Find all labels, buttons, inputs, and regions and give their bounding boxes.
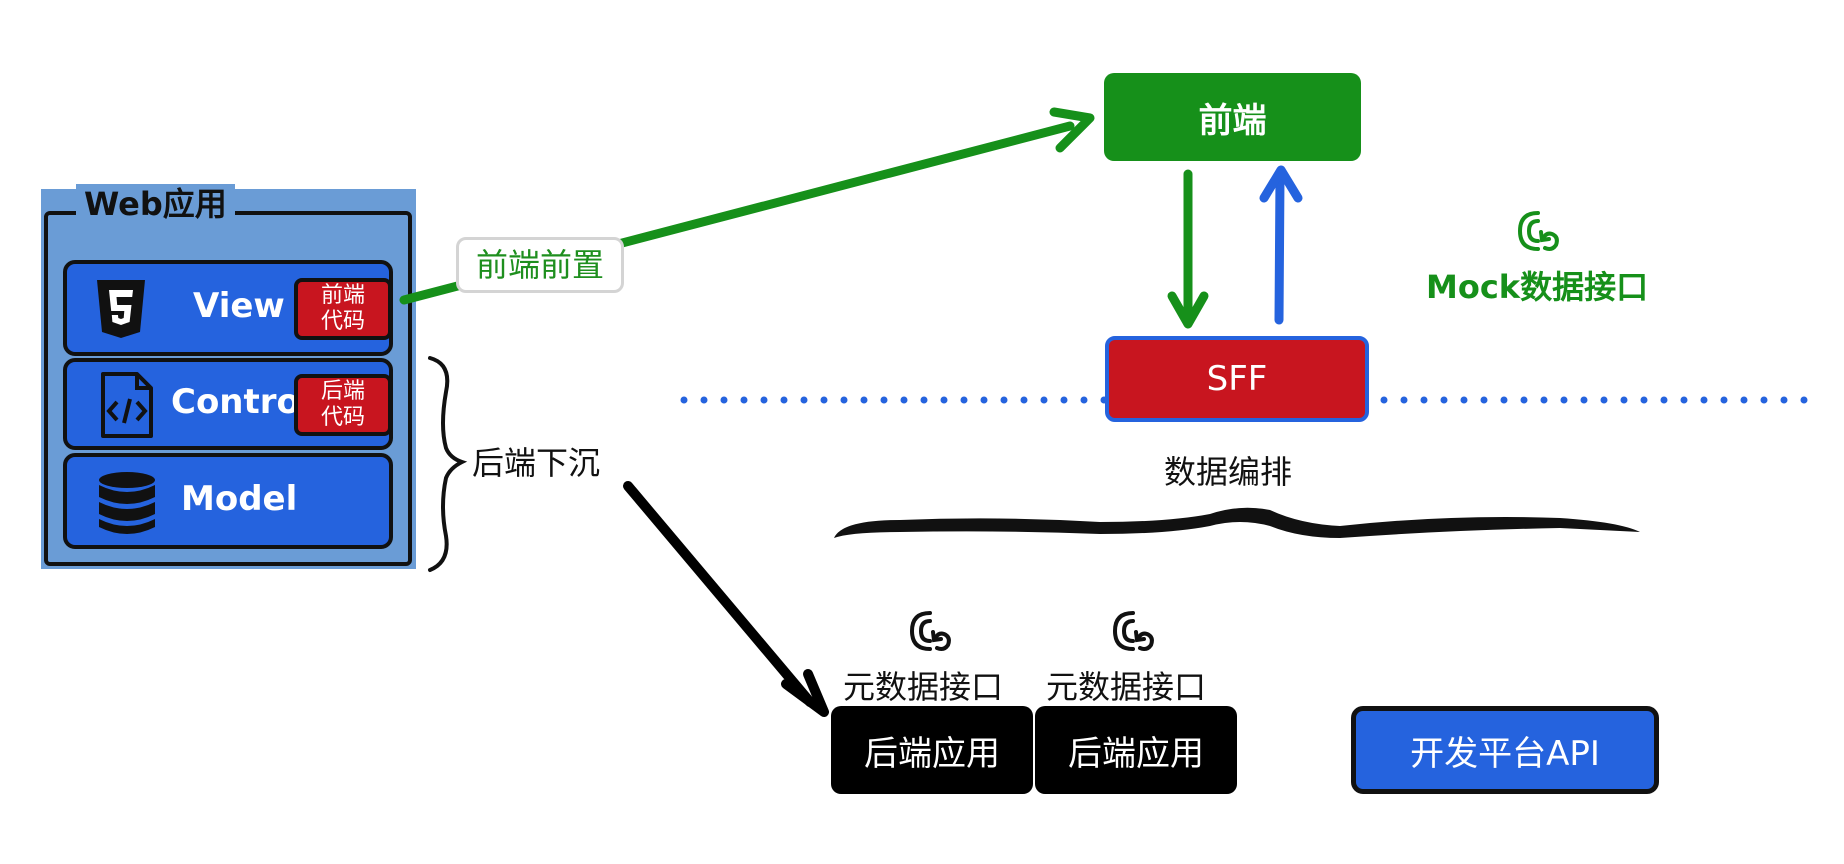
view-layer: View 前端 代码	[63, 260, 393, 356]
backend-app-box: 后端应用	[1035, 706, 1237, 794]
frontend-code-tag-line2: 代码	[320, 309, 365, 334]
sff-box: SFF	[1105, 336, 1369, 422]
web-app-title: Web应用	[76, 184, 235, 224]
backend-sink-arrowhead	[781, 669, 829, 717]
view-label: View	[193, 286, 285, 326]
metadata-api-icon	[906, 608, 956, 658]
frontend-code-tag: 前端 代码	[294, 278, 392, 340]
database-icon	[97, 471, 157, 541]
brace-shape	[428, 356, 468, 572]
orchestration-label: 数据编排	[1164, 453, 1293, 491]
backend-sink-label: 后端下沉	[472, 444, 601, 482]
mock-api-label: Mock数据接口	[1426, 268, 1649, 306]
mock-api-icon	[1514, 208, 1564, 258]
sff-to-frontend-arrowhead	[1259, 165, 1303, 203]
model-label: Model	[181, 479, 298, 519]
backend-code-tag-line1: 后端	[320, 379, 365, 404]
control-label: Control	[171, 382, 312, 422]
frontend-shift-label: 前端前置	[456, 237, 624, 293]
orchestration-brush-stroke	[834, 507, 1640, 538]
html5-icon	[93, 278, 149, 344]
metadata-api-icon	[1109, 608, 1159, 658]
backend-app-box: 后端应用	[831, 706, 1033, 794]
frontend-shift-arrowhead	[1049, 107, 1095, 153]
backend-code-tag-line2: 代码	[320, 405, 365, 430]
frontend-box: 前端	[1104, 73, 1361, 161]
metadata-api-label: 元数据接口	[1046, 668, 1207, 706]
backend-code-tag: 后端 代码	[294, 374, 392, 436]
model-layer: Model	[63, 453, 393, 549]
control-layer: Control 后端 代码	[63, 358, 393, 450]
code-file-icon	[99, 372, 155, 442]
backend-sink-arrow	[623, 481, 815, 707]
sff-to-frontend-arrow	[1274, 171, 1285, 325]
platform-api-box: 开发平台API	[1351, 706, 1659, 794]
frontend-to-sff-arrowhead	[1167, 291, 1209, 329]
metadata-api-label: 元数据接口	[843, 668, 1004, 706]
frontend-code-tag-line1: 前端	[320, 283, 365, 308]
